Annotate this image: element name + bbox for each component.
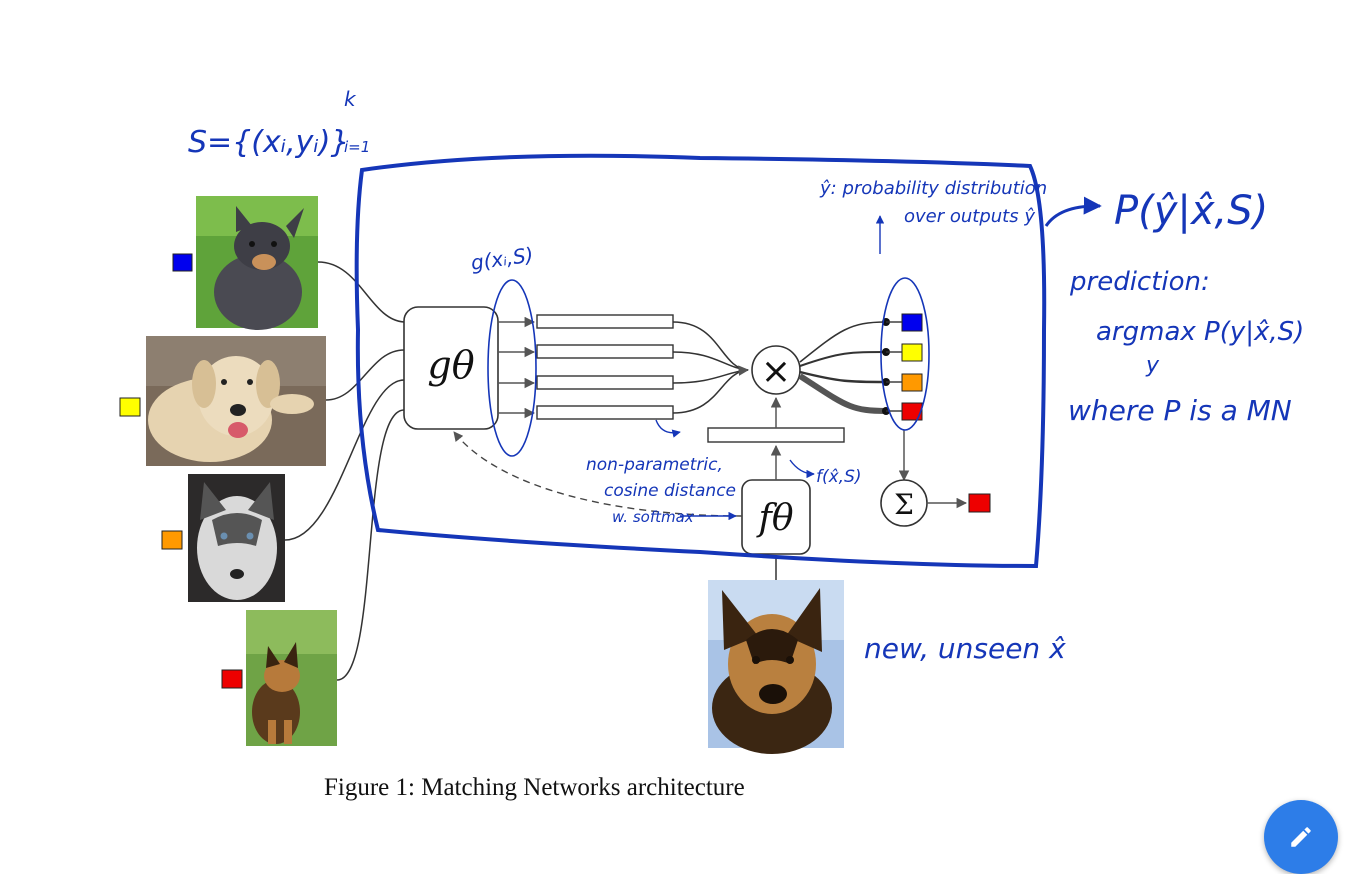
support-image-german-shepherd [246,610,337,746]
g-theta-module: gθ [403,306,499,430]
support-set-subscript: i=1 [344,138,370,156]
output-label-squares [901,313,923,421]
prediction-label: prediction: [1069,267,1210,297]
to-multiply-connectors [672,321,750,414]
output-probability-ellipse [880,277,930,431]
where-label: where P is a MN [1068,394,1292,427]
query-image-german-shepherd [708,580,844,754]
g-embedding-label: g(xᵢ,S) [469,242,534,275]
nonparam-line3: w. softmax [612,508,694,526]
nonparam-line2: cosine distance [604,481,736,501]
embedding-bar [536,314,674,329]
label-square-orange [161,530,183,550]
support-embeddings [536,314,674,420]
label-square-yellow [119,397,141,417]
posterior-label: P(ŷ|x̂,S) [1114,188,1268,234]
prob-dist-line1: ŷ: probability distribution [819,178,1047,199]
embedding-bar [536,405,674,420]
support-set-superscript: k [344,87,357,111]
g-output-ellipse [487,279,537,457]
label-square-red [221,669,243,689]
support-image-chihuahua [196,196,318,330]
new-unseen-label: new, unseen x̂ [864,632,1066,665]
embedding-bar [536,344,674,359]
sum-node: Σ [880,479,928,527]
f-theta-module: fθ [741,479,811,555]
support-connectors [284,261,405,681]
f-theta-label: fθ [756,498,794,539]
embedding-bar [536,375,674,390]
figure-caption: Figure 1: Matching Networks architecture [324,774,745,801]
embedding-arrows [498,316,536,419]
model-boundary-box [354,153,1047,569]
argmax-subscript: y [1145,353,1160,378]
handwritten-overlay [354,153,1102,569]
support-set-label: S={(xᵢ,yᵢ)} [188,125,350,160]
edit-fab-button[interactable] [1264,800,1338,874]
multiply-symbol: × [761,351,791,392]
sum-symbol: Σ [894,488,914,521]
query-embedding-bar [707,427,845,443]
prob-dist-line2: over outputs ŷ [904,206,1035,227]
support-image-husky [188,474,285,602]
multiply-node: × [751,345,801,395]
support-image-labrador [146,336,326,466]
shared-embedding-dashed-arrow [453,431,743,517]
pencil-icon [1291,827,1311,847]
nonparam-line1: non-parametric, [586,455,723,475]
output-connectors [798,321,887,414]
prediction-square-red [968,493,991,513]
g-theta-label: gθ [427,343,474,387]
argmax-label: argmax P(y|x̂,S) [1096,317,1304,347]
f-embedding-label: f(x̂,S) [816,467,862,487]
label-square-blue [172,253,193,272]
handwritten-annotations: S={(xᵢ,yᵢ)} k i=1 g(xᵢ,S) ŷ: probability… [188,87,1304,665]
